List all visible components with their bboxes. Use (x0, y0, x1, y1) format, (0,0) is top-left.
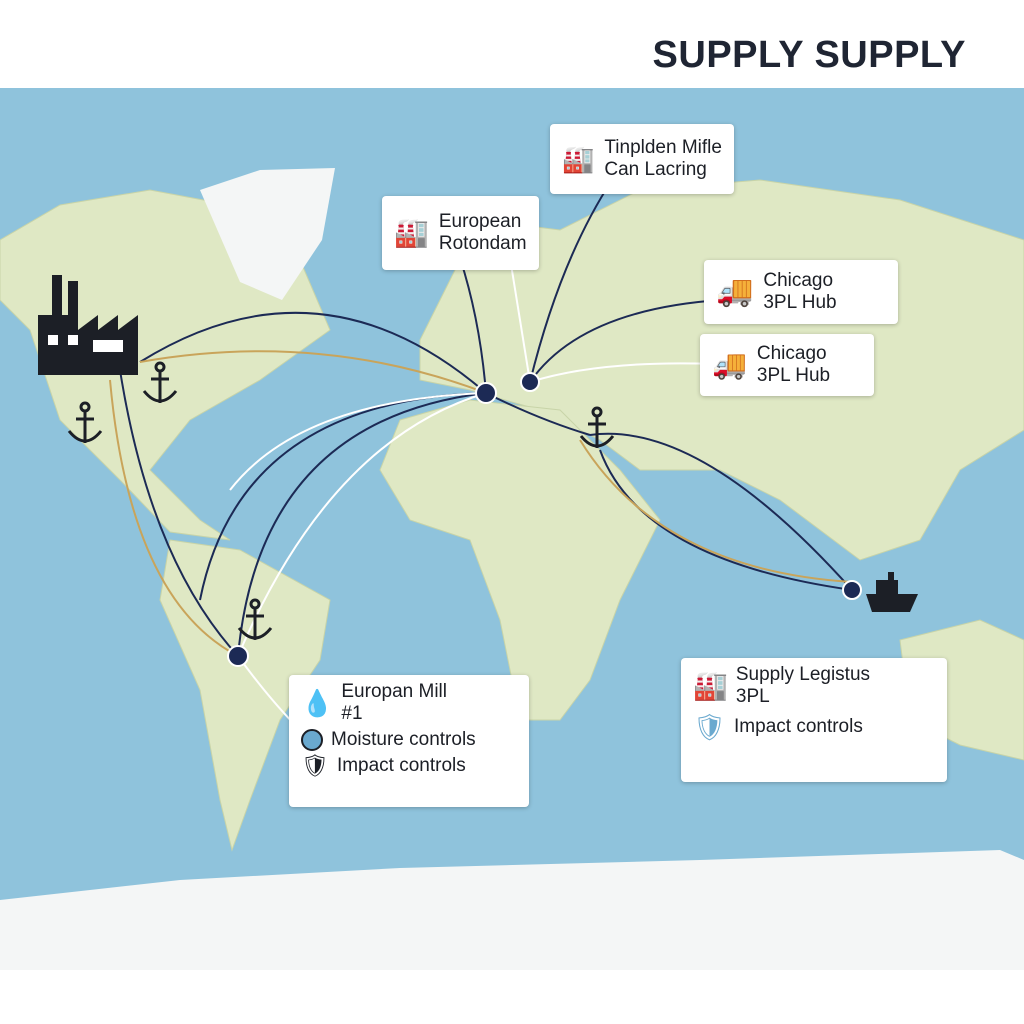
hub-south-america (227, 645, 249, 667)
ship-icon (866, 572, 918, 612)
impact-controls: Impact controls (734, 716, 863, 737)
label-line: Chicago (763, 270, 834, 291)
factory-icon-large (38, 275, 138, 375)
shield-check-icon: 🛡 (693, 712, 727, 742)
anchor-icon (142, 361, 178, 403)
anchor-icons (67, 361, 615, 640)
shield-check-icon: 🛡 (301, 753, 329, 778)
hub-central-europe (520, 372, 540, 392)
hubs (227, 372, 862, 667)
label-line: European (438, 211, 522, 232)
label-line: Europan Mill (341, 681, 447, 702)
circle-icon (301, 729, 323, 751)
factory-icon: 🏭 (394, 217, 429, 248)
anchor-icon (237, 598, 273, 640)
truck-icon: 🚚 (712, 349, 747, 380)
water-drop-check-icon: 💧 (301, 688, 334, 718)
impact-controls: Impact controls (336, 755, 466, 776)
antarctica (0, 850, 1024, 970)
hub-indonesia (842, 580, 862, 600)
anchor-icon (579, 406, 615, 448)
label-line: #1 (341, 703, 363, 724)
factory-icon: 🏭 (562, 144, 595, 174)
label-line: Chicago (756, 343, 827, 364)
truck-icon: 🚚 (716, 275, 754, 308)
south-america (159, 539, 331, 852)
factory-icon: 🏭 (693, 670, 728, 701)
routes (109, 179, 853, 731)
moisture-controls: Moisture controls (331, 729, 476, 750)
label-line: Rotondam (438, 233, 527, 254)
hub-rotterdam (475, 382, 497, 404)
label-line: 3PL Hub (756, 365, 831, 386)
label-line: Supply Legistus (735, 664, 871, 685)
africa (379, 399, 661, 721)
anchor-icon (67, 401, 103, 443)
ice (0, 168, 1024, 970)
label-line: Tinplden Mifle (604, 137, 722, 158)
label-european-mill[interactable]: 💧 Europan Mill#1 Moisture controls 🛡 Impac… (289, 675, 529, 807)
label-line: 3PL Hub (763, 292, 837, 313)
greenland (200, 168, 335, 300)
label-line: 3PL (735, 686, 770, 707)
page-title: SUPPLY SUPPLY (652, 34, 966, 76)
label-line: Can Lacring (604, 159, 707, 180)
